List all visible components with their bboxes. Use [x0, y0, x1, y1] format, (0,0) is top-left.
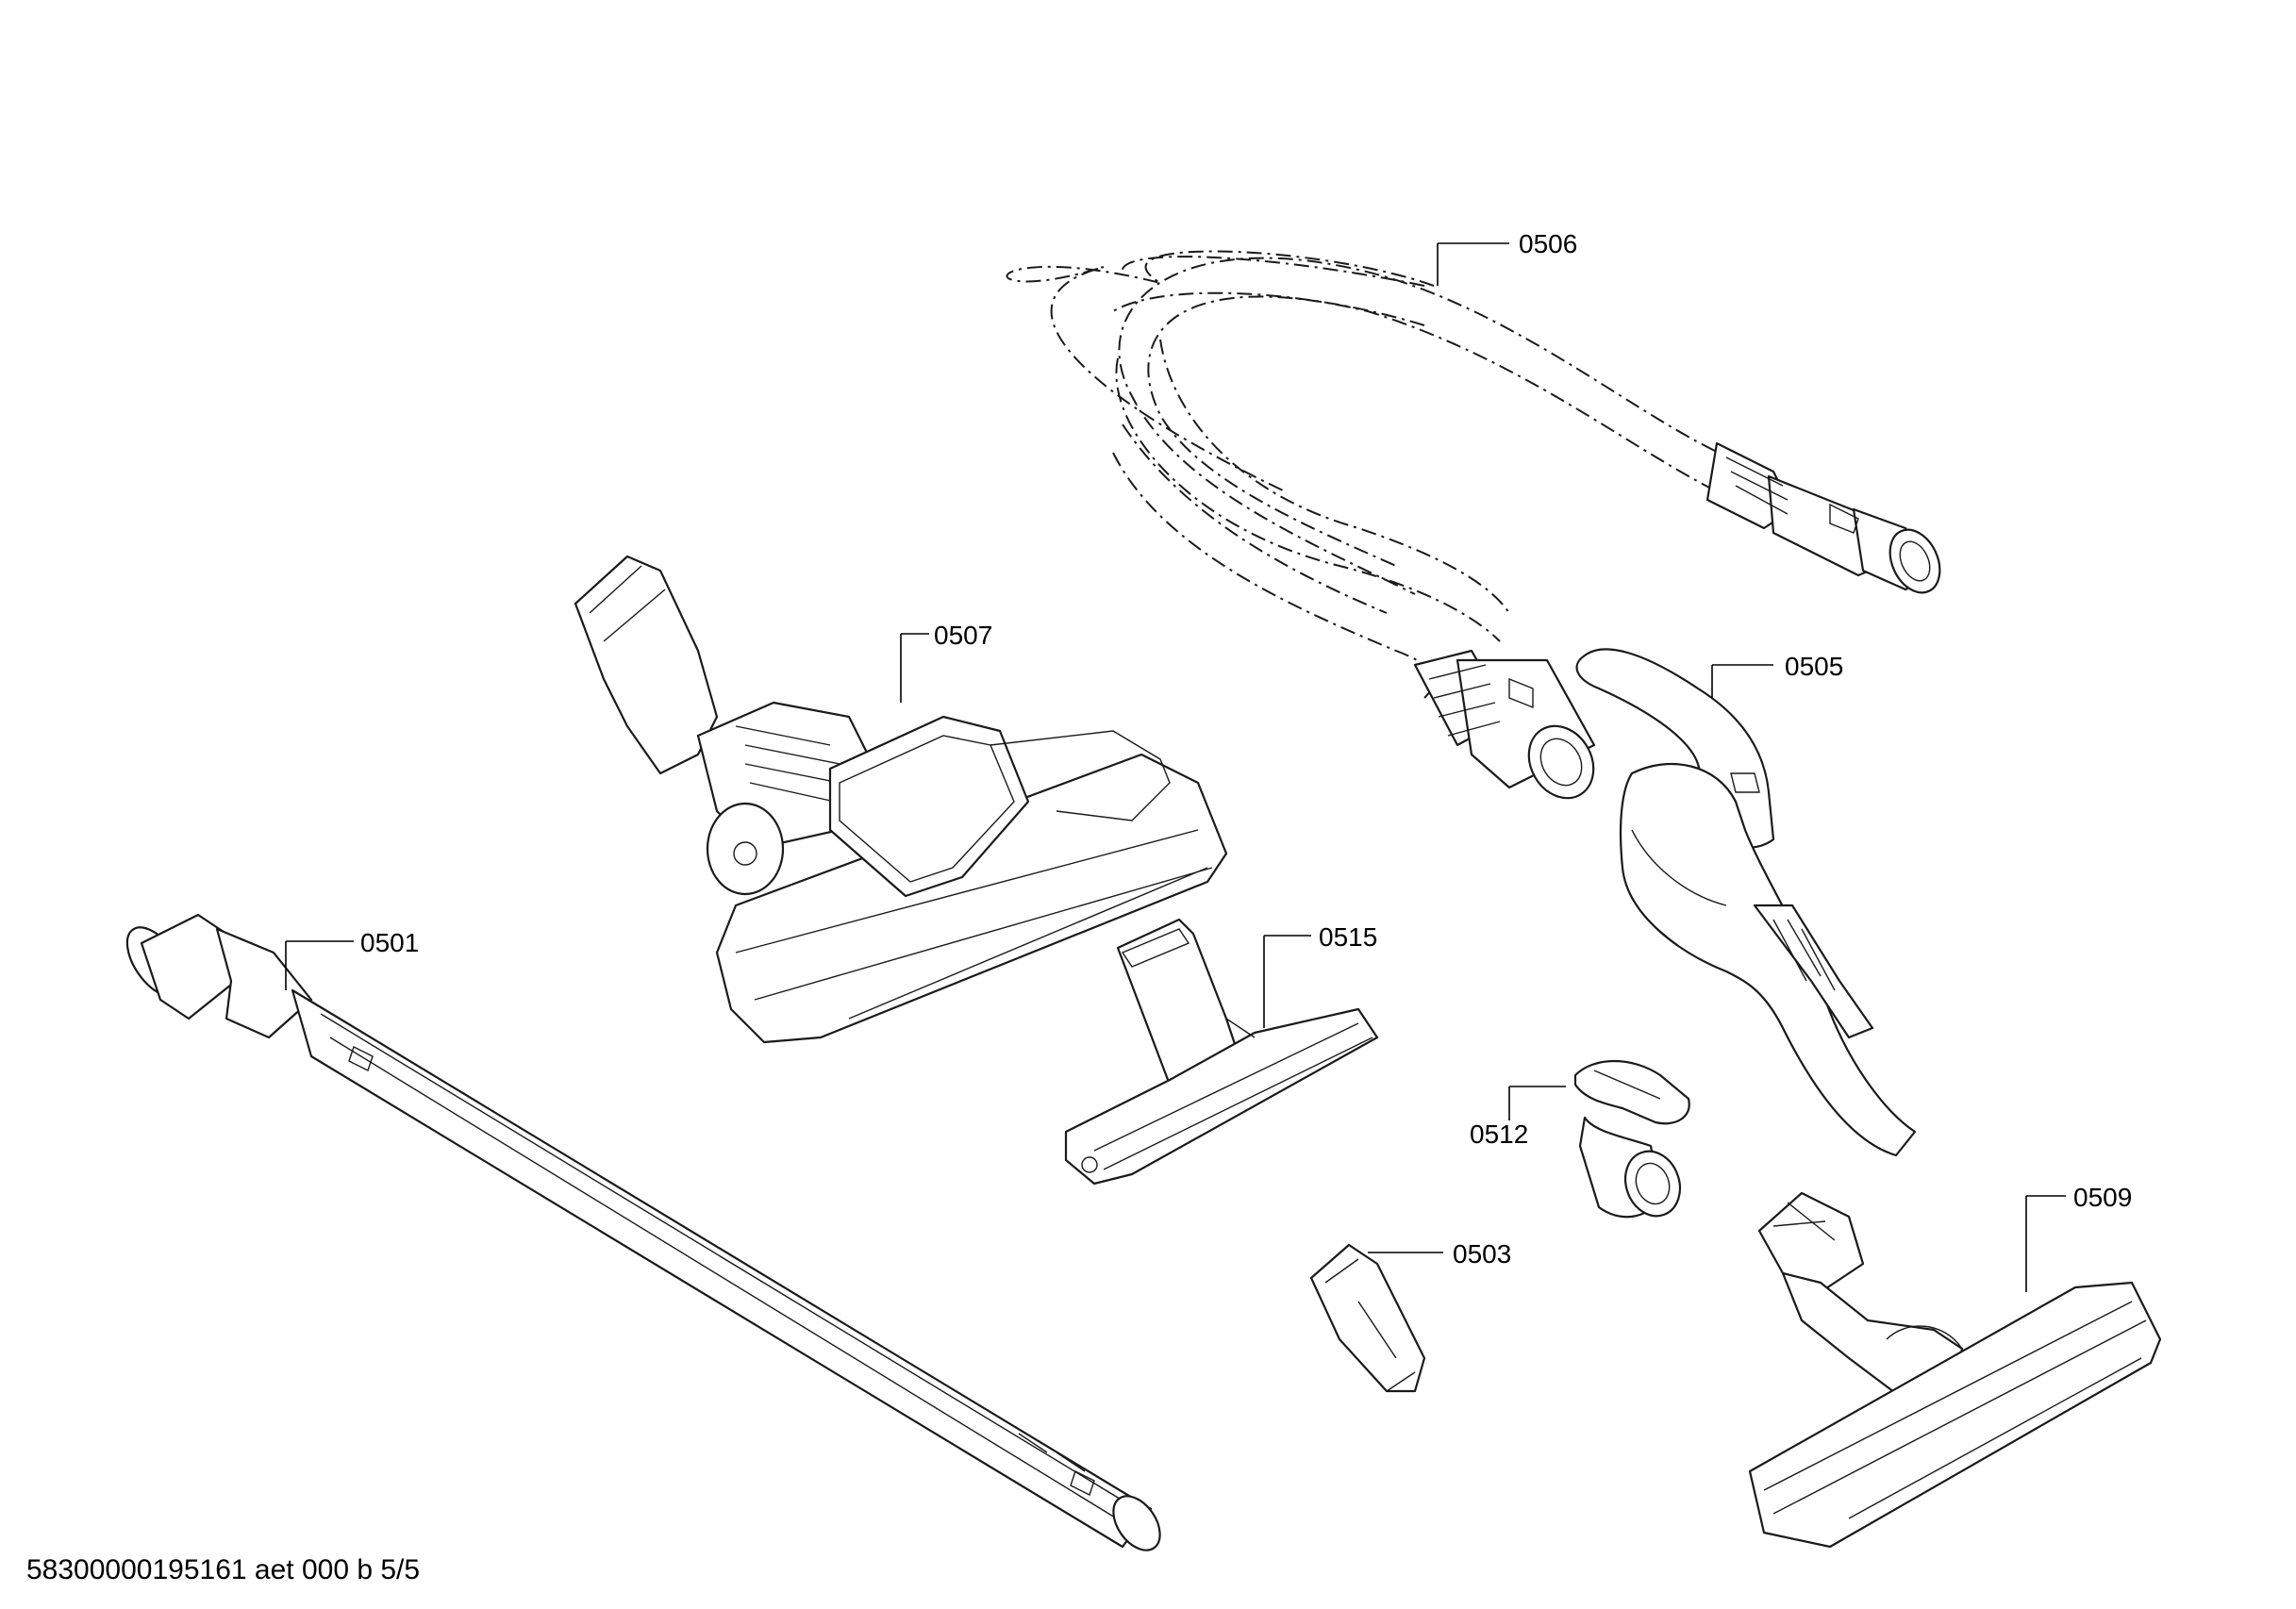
- drawing-reference-code: 58300000195161 aet 000 b 5/5: [26, 1554, 421, 1585]
- label-0505: 0505: [1785, 652, 1843, 681]
- crevice-nozzle-part-0503[interactable]: [1309, 1243, 1426, 1393]
- label-0509: 0509: [2073, 1183, 2132, 1212]
- label-0507: 0507: [934, 621, 992, 650]
- hose-part-0506[interactable]: [1006, 250, 1949, 809]
- hard-floor-nozzle-part-0509[interactable]: [1748, 1191, 2162, 1549]
- label-0512: 0512: [1470, 1120, 1528, 1149]
- label-0515: 0515: [1319, 922, 1377, 952]
- label-0506: 0506: [1519, 229, 1577, 258]
- telescopic-tube-part-0501[interactable]: [116, 913, 1170, 1559]
- floor-nozzle-part-0507[interactable]: [574, 555, 1228, 1044]
- clip-part-0512[interactable]: [1573, 1060, 1690, 1223]
- upholstery-nozzle-part-0515[interactable]: [1064, 918, 1379, 1186]
- handle-part-0505[interactable]: [1575, 648, 1917, 1157]
- label-0503: 0503: [1453, 1239, 1511, 1269]
- label-0501: 0501: [360, 928, 419, 957]
